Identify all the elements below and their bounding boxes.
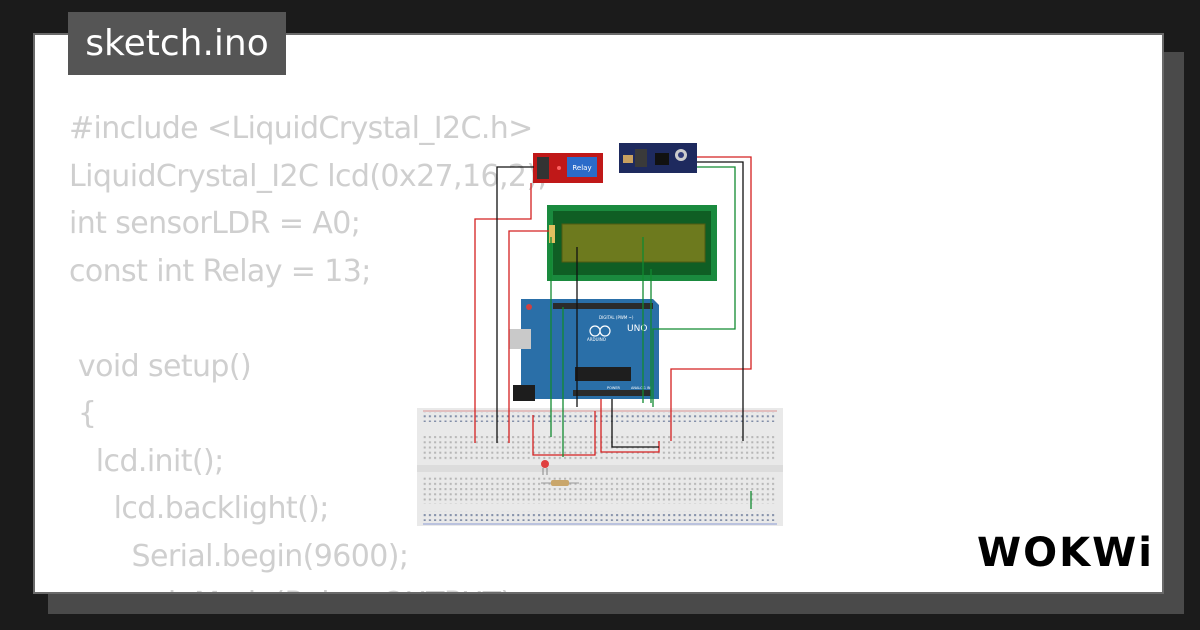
wires [474, 156, 752, 509]
code-line: int sensorLDR = A0; [69, 206, 361, 241]
relay-module: Relay [533, 153, 603, 183]
breadboard [417, 408, 783, 526]
digital-pins-label: DIGITAL (PWM ~) [599, 315, 634, 320]
power-pins-label: POWER [607, 386, 621, 390]
file-name-tab[interactable]: sketch.ino [68, 12, 286, 75]
arduino-brand-label: ARDUINO [587, 337, 606, 342]
code-line: { [69, 396, 97, 431]
code-line: lcd.backlight(); [69, 491, 330, 526]
lcd-display [547, 205, 717, 281]
circuit-diagram: Relay UNO ARDUINO DIGITAL (PWM ~) POWER [417, 143, 783, 526]
arduino-uno: UNO ARDUINO DIGITAL (PWM ~) POWER ANALOG… [509, 299, 659, 401]
resistor [541, 480, 579, 486]
code-line: lcd.init(); [69, 443, 224, 479]
code-line: LiquidCrystal_I2C lcd(0x27,16,2); [69, 158, 548, 194]
code-line: pinMode(Relay, OUTPUT); [69, 580, 547, 592]
wokwi-logo: WOKWi [977, 530, 1153, 576]
code-line: #include <LiquidCrystal_I2C.h> [69, 111, 533, 146]
analog-pins-label: ANALOG IN [631, 386, 651, 390]
wokwi-logo-text: WOKWi [977, 530, 1153, 576]
code-line: void setup() [69, 348, 252, 384]
project-card[interactable]: #include <LiquidCrystal_I2C.h> LiquidCry… [33, 33, 1164, 594]
code-line: const int Relay = 13; [69, 253, 371, 289]
arduino-model-label: UNO [627, 324, 647, 334]
code-preview: #include <LiquidCrystal_I2C.h> LiquidCry… [69, 105, 548, 592]
ldr-sensor-module [619, 143, 697, 173]
relay-label: Relay [572, 164, 591, 172]
code-line: Serial.begin(9600); [69, 538, 409, 574]
led [541, 460, 549, 475]
